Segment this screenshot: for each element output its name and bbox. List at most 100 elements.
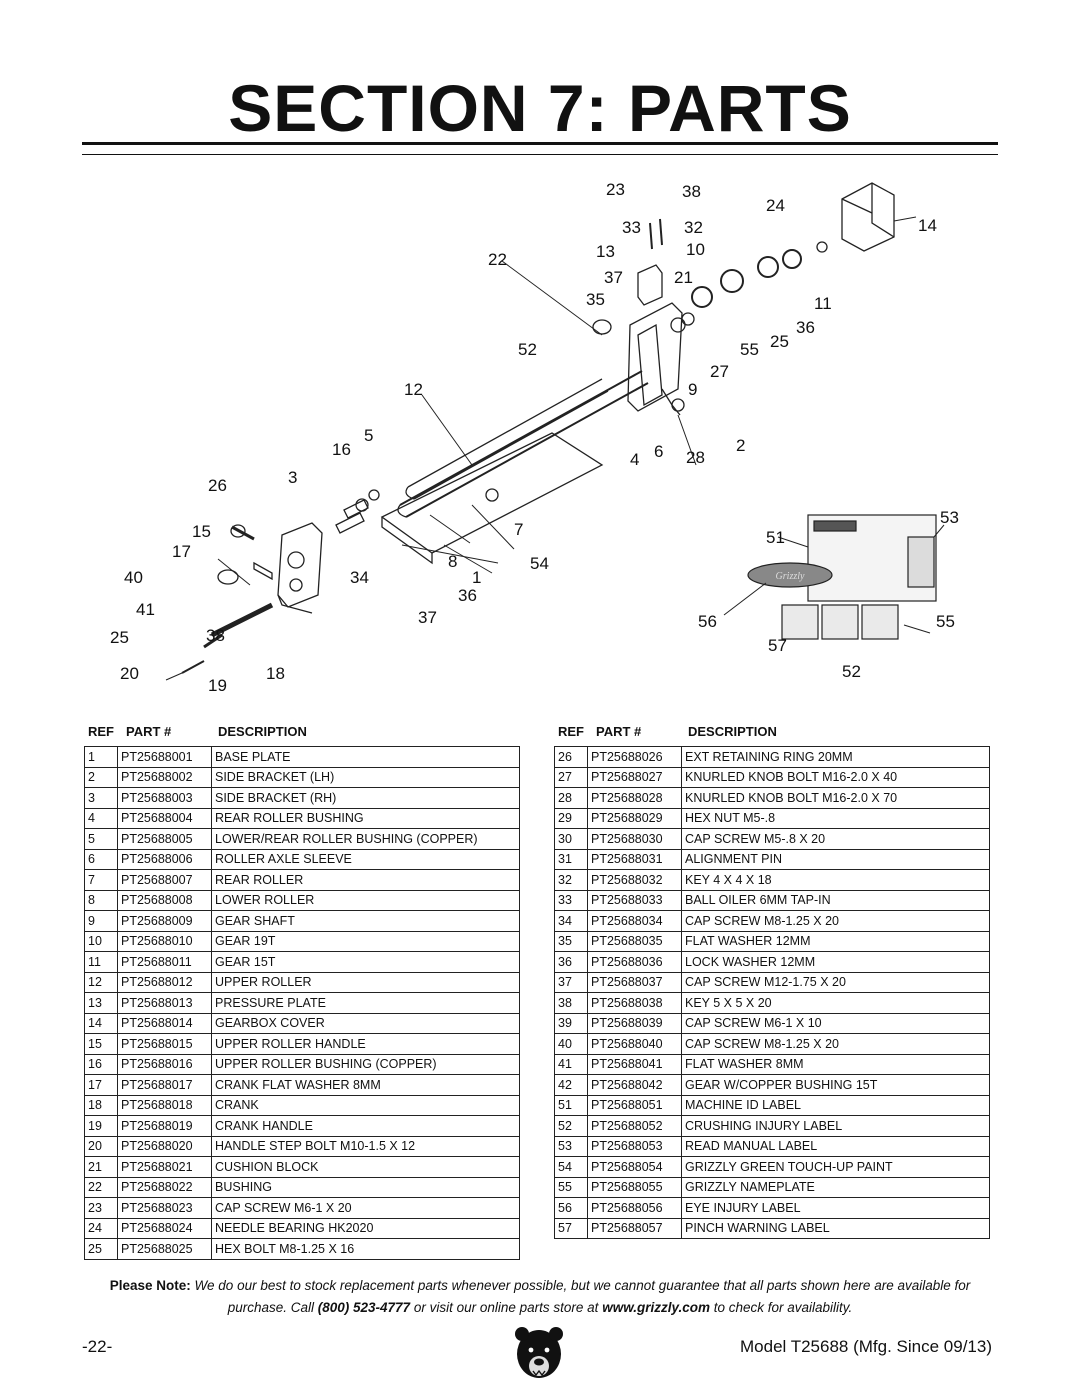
note-url[interactable]: www.grizzly.com (602, 1300, 710, 1315)
cell-part: PT25688011 (117, 951, 212, 973)
callout: 52 (518, 340, 537, 359)
page-title: SECTION 7: PARTS (228, 71, 852, 145)
note-text-2: or visit our online parts store at (413, 1300, 599, 1315)
cell-desc: CRANK (211, 1094, 520, 1116)
callout: 8 (448, 552, 457, 571)
callout: 37 (418, 608, 437, 627)
cell-desc: CAP SCREW M8-1.25 X 20 (681, 910, 990, 932)
header-description: DESCRIPTION (218, 724, 307, 739)
callout: 15 (192, 522, 211, 541)
cell-desc: EXT RETAINING RING 20MM (681, 746, 990, 768)
cell-desc: UPPER ROLLER BUSHING (COPPER) (211, 1053, 520, 1075)
cell-ref: 21 (84, 1156, 118, 1178)
left-table-header: REF PART # DESCRIPTION (88, 724, 528, 742)
note-label: Please Note: (109, 1278, 191, 1293)
cell-desc: FLAT WASHER 12MM (681, 930, 990, 952)
cell-ref: 20 (84, 1135, 118, 1157)
callout: 23 (606, 180, 625, 199)
cell-ref: 31 (554, 848, 588, 870)
cell-part: PT25688041 (587, 1053, 682, 1075)
page-number: -22- (82, 1337, 113, 1356)
nameplate-text: Grizzly (776, 571, 805, 582)
callout: 38 (682, 182, 701, 201)
callout: 25 (770, 332, 789, 351)
cell-desc: SIDE BRACKET (RH) (211, 787, 520, 809)
cell-part: PT25688030 (587, 828, 682, 850)
cell-ref: 37 (554, 971, 588, 993)
cell-ref: 41 (554, 1053, 588, 1075)
cell-part: PT25688037 (587, 971, 682, 993)
cell-part: PT25688026 (587, 746, 682, 768)
cell-part: PT25688015 (117, 1033, 212, 1055)
cell-part: PT25688057 (587, 1217, 682, 1239)
cell-part: PT25688032 (587, 869, 682, 891)
cell-ref: 52 (554, 1115, 588, 1137)
cell-desc: REAR ROLLER (211, 869, 520, 891)
cell-part: PT25688038 (587, 992, 682, 1014)
cell-desc: GRIZZLY NAMEPLATE (681, 1176, 990, 1198)
cell-ref: 9 (84, 910, 118, 932)
header-part: PART # (596, 724, 642, 739)
cell-part: PT25688018 (117, 1094, 212, 1116)
cell-part: PT25688054 (587, 1156, 682, 1178)
cell-ref: 38 (554, 992, 588, 1014)
cell-ref: 14 (84, 1012, 118, 1034)
cell-desc: ALIGNMENT PIN (681, 848, 990, 870)
cell-part: PT25688001 (117, 746, 212, 768)
callout: 21 (674, 268, 693, 287)
cell-desc: GEAR SHAFT (211, 910, 520, 932)
cell-part: PT25688013 (117, 992, 212, 1014)
callout: 11 (814, 294, 832, 313)
callout: 18 (266, 664, 285, 683)
cell-part: PT25688056 (587, 1197, 682, 1219)
cell-ref: 53 (554, 1135, 588, 1157)
cell-part: PT25688036 (587, 951, 682, 973)
cell-ref: 18 (84, 1094, 118, 1116)
callout: 26 (208, 476, 227, 495)
cell-ref: 8 (84, 889, 118, 911)
callout: 36 (458, 586, 477, 605)
right-table-header: REF PART # DESCRIPTION (558, 724, 998, 742)
cell-desc: HEX BOLT M8-1.25 X 16 (211, 1238, 520, 1260)
diagram-line-art (165, 182, 917, 681)
cell-ref: 6 (84, 848, 118, 870)
cell-part: PT25688052 (587, 1115, 682, 1137)
cell-ref: 10 (84, 930, 118, 952)
cell-desc: LOCK WASHER 12MM (681, 951, 990, 973)
cell-desc: GEAR 19T (211, 930, 520, 952)
cell-ref: 26 (554, 746, 588, 768)
callout: 4 (630, 450, 639, 469)
callout: 55 (740, 340, 759, 359)
callout: 55 (936, 612, 955, 631)
cell-ref: 25 (84, 1238, 118, 1260)
header-ref: REF (558, 724, 584, 739)
cell-desc: HANDLE STEP BOLT M10-1.5 X 12 (211, 1135, 520, 1157)
cell-desc: CAP SCREW M12-1.75 X 20 (681, 971, 990, 993)
cell-ref: 39 (554, 1012, 588, 1034)
callout: 25 (110, 628, 129, 647)
cell-desc: CAP SCREW M5-.8 X 20 (681, 828, 990, 850)
callout: 34 (350, 568, 369, 587)
cell-ref: 13 (84, 992, 118, 1014)
